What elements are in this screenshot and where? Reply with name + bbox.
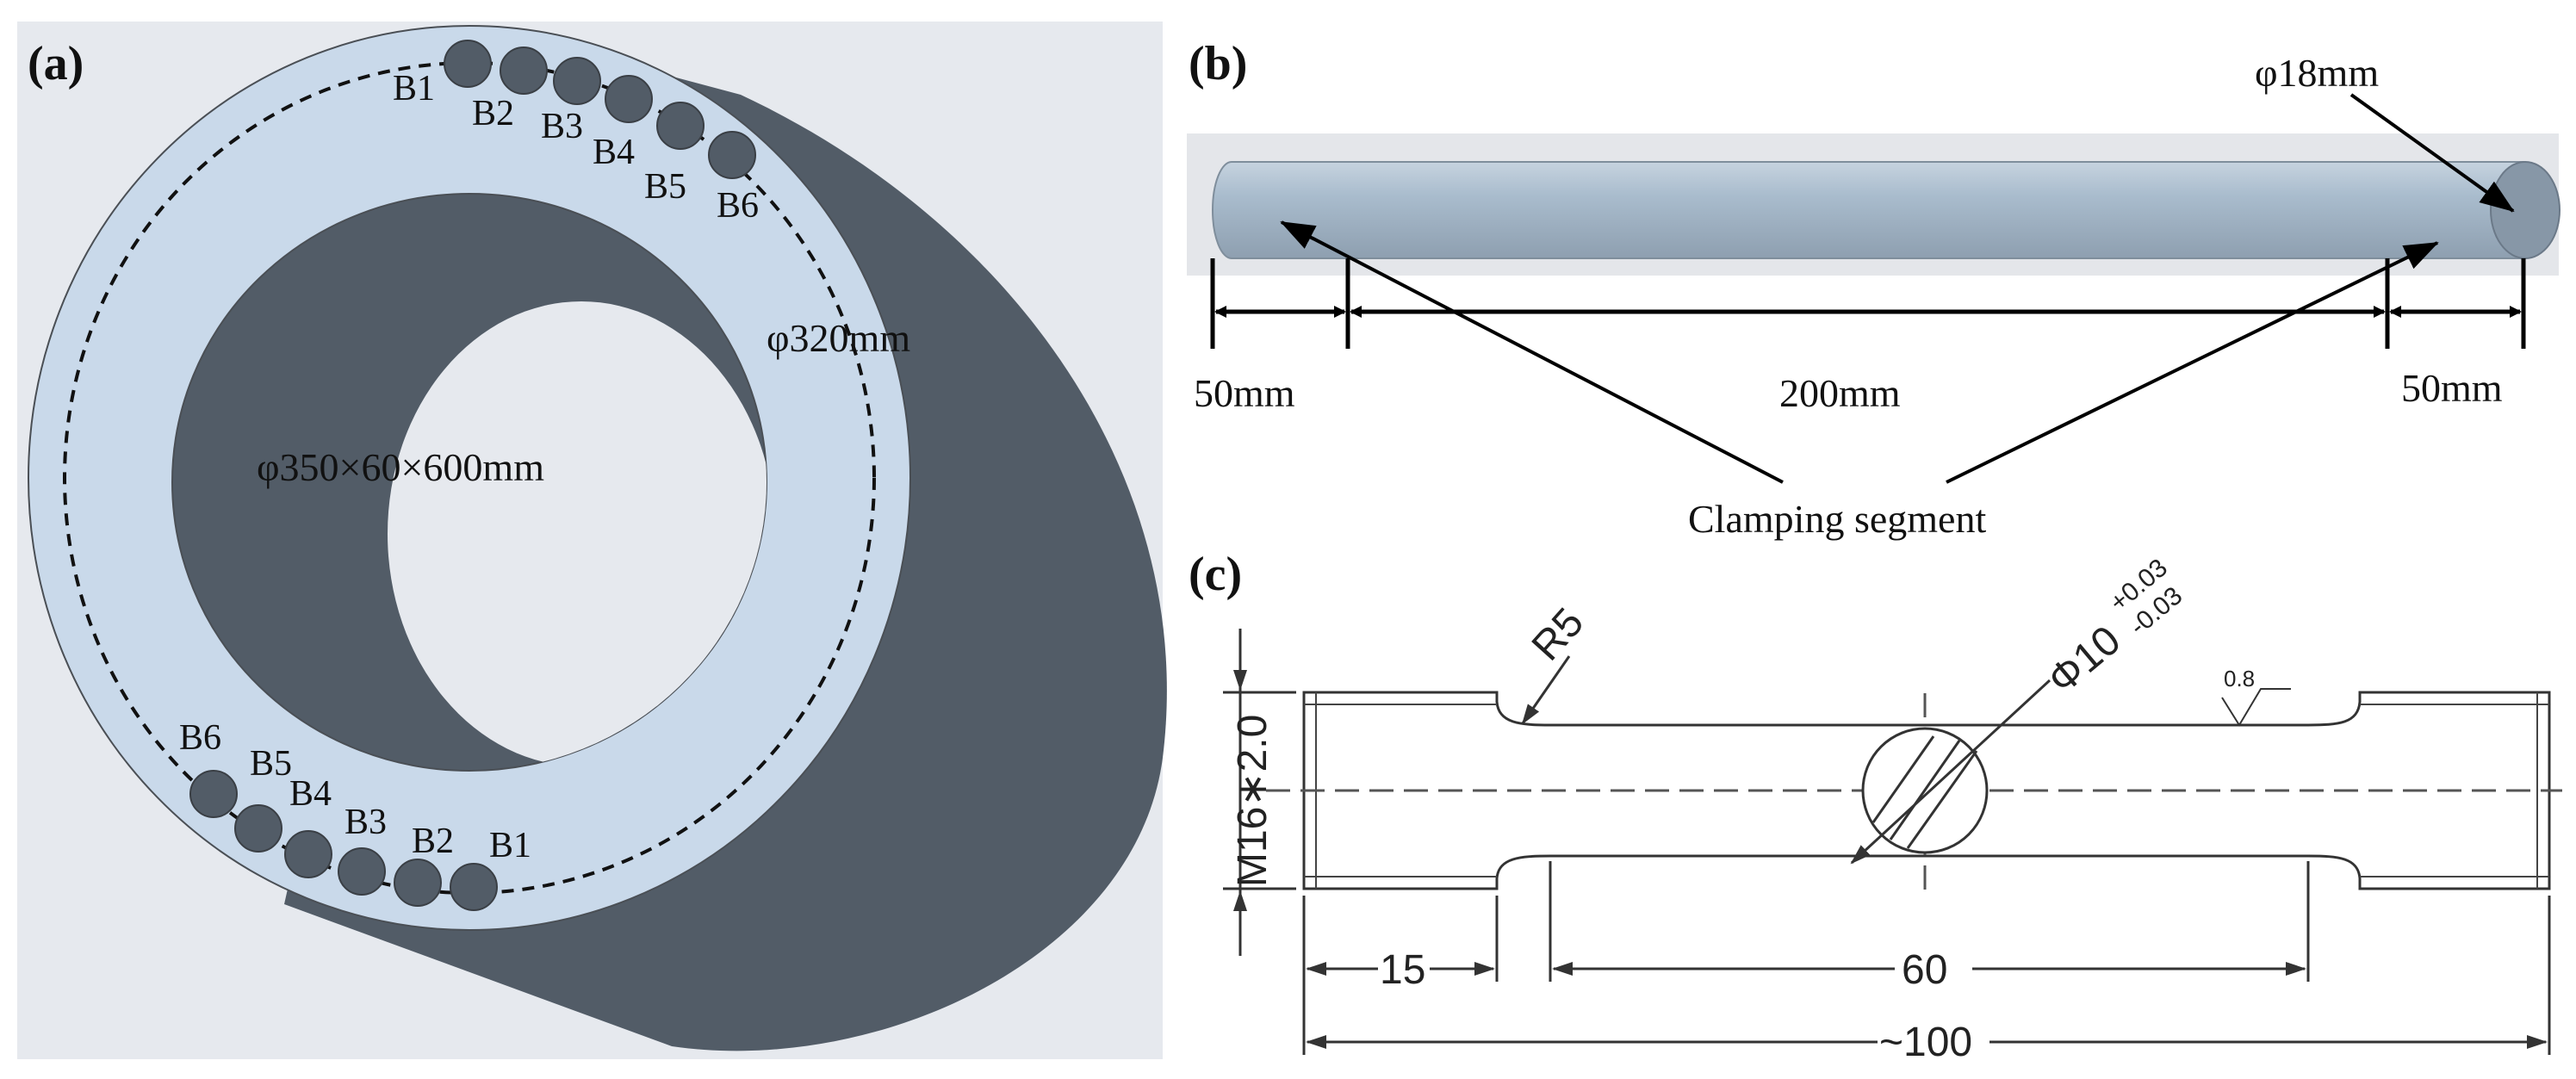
radius-leader: [1521, 655, 1571, 725]
diameter-arrow: [2349, 93, 2515, 213]
hole-b2-bottom: [394, 859, 442, 907]
hole-label: B4: [289, 774, 332, 814]
hole-b3-bottom: [338, 847, 386, 896]
hole-b4-bottom: [284, 830, 332, 878]
panel-b: (b) φ18mm 50mm 200mm 50mm Clamping s: [1187, 37, 2560, 541]
hole-label: B1: [393, 69, 435, 109]
middle-length-label: 200mm: [1779, 371, 1901, 415]
top-holes: [444, 40, 756, 179]
left-length-label: 50mm: [1194, 371, 1295, 415]
roughness-value: 0.8: [2224, 666, 2255, 691]
gauge-diameter-text: Φ10: [2039, 617, 2129, 704]
clamping-segment-label: Clamping segment: [1688, 497, 1986, 541]
panel-b-label: (b): [1189, 37, 1247, 90]
surface-roughness-symbol: [2221, 688, 2291, 727]
hole-label: B4: [593, 133, 635, 172]
gauge-length-label: 60: [1902, 947, 1947, 993]
hole-b6-top: [708, 131, 756, 179]
clamp-arrow-left: [1280, 220, 1784, 484]
bottom-holes: [189, 770, 498, 911]
rod-body: [1212, 161, 2524, 259]
thread-lines: [1304, 692, 2549, 889]
hole-label: B3: [345, 803, 387, 842]
hole-b5-top: [656, 102, 705, 150]
section-hatching: [1871, 735, 1978, 849]
hole-b4-top: [605, 75, 653, 123]
hole-label: B2: [412, 822, 454, 861]
clamp-arrow-right: [1946, 241, 2439, 484]
panel-a-label: (a): [28, 37, 84, 90]
right-length-label: 50mm: [2401, 366, 2503, 410]
rod-end-face: [2490, 161, 2560, 259]
thread-length-label: 15: [1380, 947, 1425, 993]
thread-spec-label: M16∗2.0: [1230, 715, 1276, 887]
hole-label: B3: [541, 107, 583, 146]
hole-b6-bottom: [189, 770, 238, 818]
hole-b1-top: [444, 40, 492, 88]
thread-dimension: [1223, 629, 1296, 956]
panel-a: B1 B2 B3 B4 B5 B6 B6 B5 B4 B3 B2 B1 (a) …: [17, 22, 1167, 1059]
total-length-label: ~100: [1879, 1020, 1972, 1065]
hole-b5-bottom: [234, 804, 282, 853]
hole-label: B2: [472, 94, 514, 133]
top-hole-labels: B1 B2 B3 B4 B5 B6: [393, 69, 759, 226]
rod-diameter-label: φ18mm: [2255, 51, 2379, 95]
tube-far-opening: [388, 301, 767, 766]
dimension-lines: [1210, 258, 2526, 349]
hole-b3-top: [553, 57, 601, 105]
hole-label: B5: [644, 167, 686, 207]
gauge-diameter-leader: [1850, 679, 2051, 865]
hole-label: B6: [717, 186, 759, 226]
radius-label: R5: [1524, 599, 1592, 669]
panel-c: (c) Φ10 +0.03 -0.03 R5: [1189, 548, 2562, 1065]
panel-c-label: (c): [1189, 548, 1242, 601]
hole-label: B6: [179, 718, 221, 758]
hole-label: B5: [250, 744, 292, 784]
hole-b1-bottom: [450, 863, 498, 911]
bottom-hole-labels: B6 B5 B4 B3 B2 B1: [179, 718, 531, 865]
tube-dimensions: φ350×60×600mm: [257, 445, 544, 489]
bolt-circle-diameter: φ320mm: [767, 316, 910, 360]
callout-arrows: [1280, 93, 2515, 484]
gauge-diameter-annotation: Φ10 +0.03 -0.03: [2039, 554, 2188, 704]
length-dimensions: [1302, 861, 2551, 1055]
hole-b2-top: [500, 47, 548, 95]
hole-label: B1: [489, 826, 531, 865]
